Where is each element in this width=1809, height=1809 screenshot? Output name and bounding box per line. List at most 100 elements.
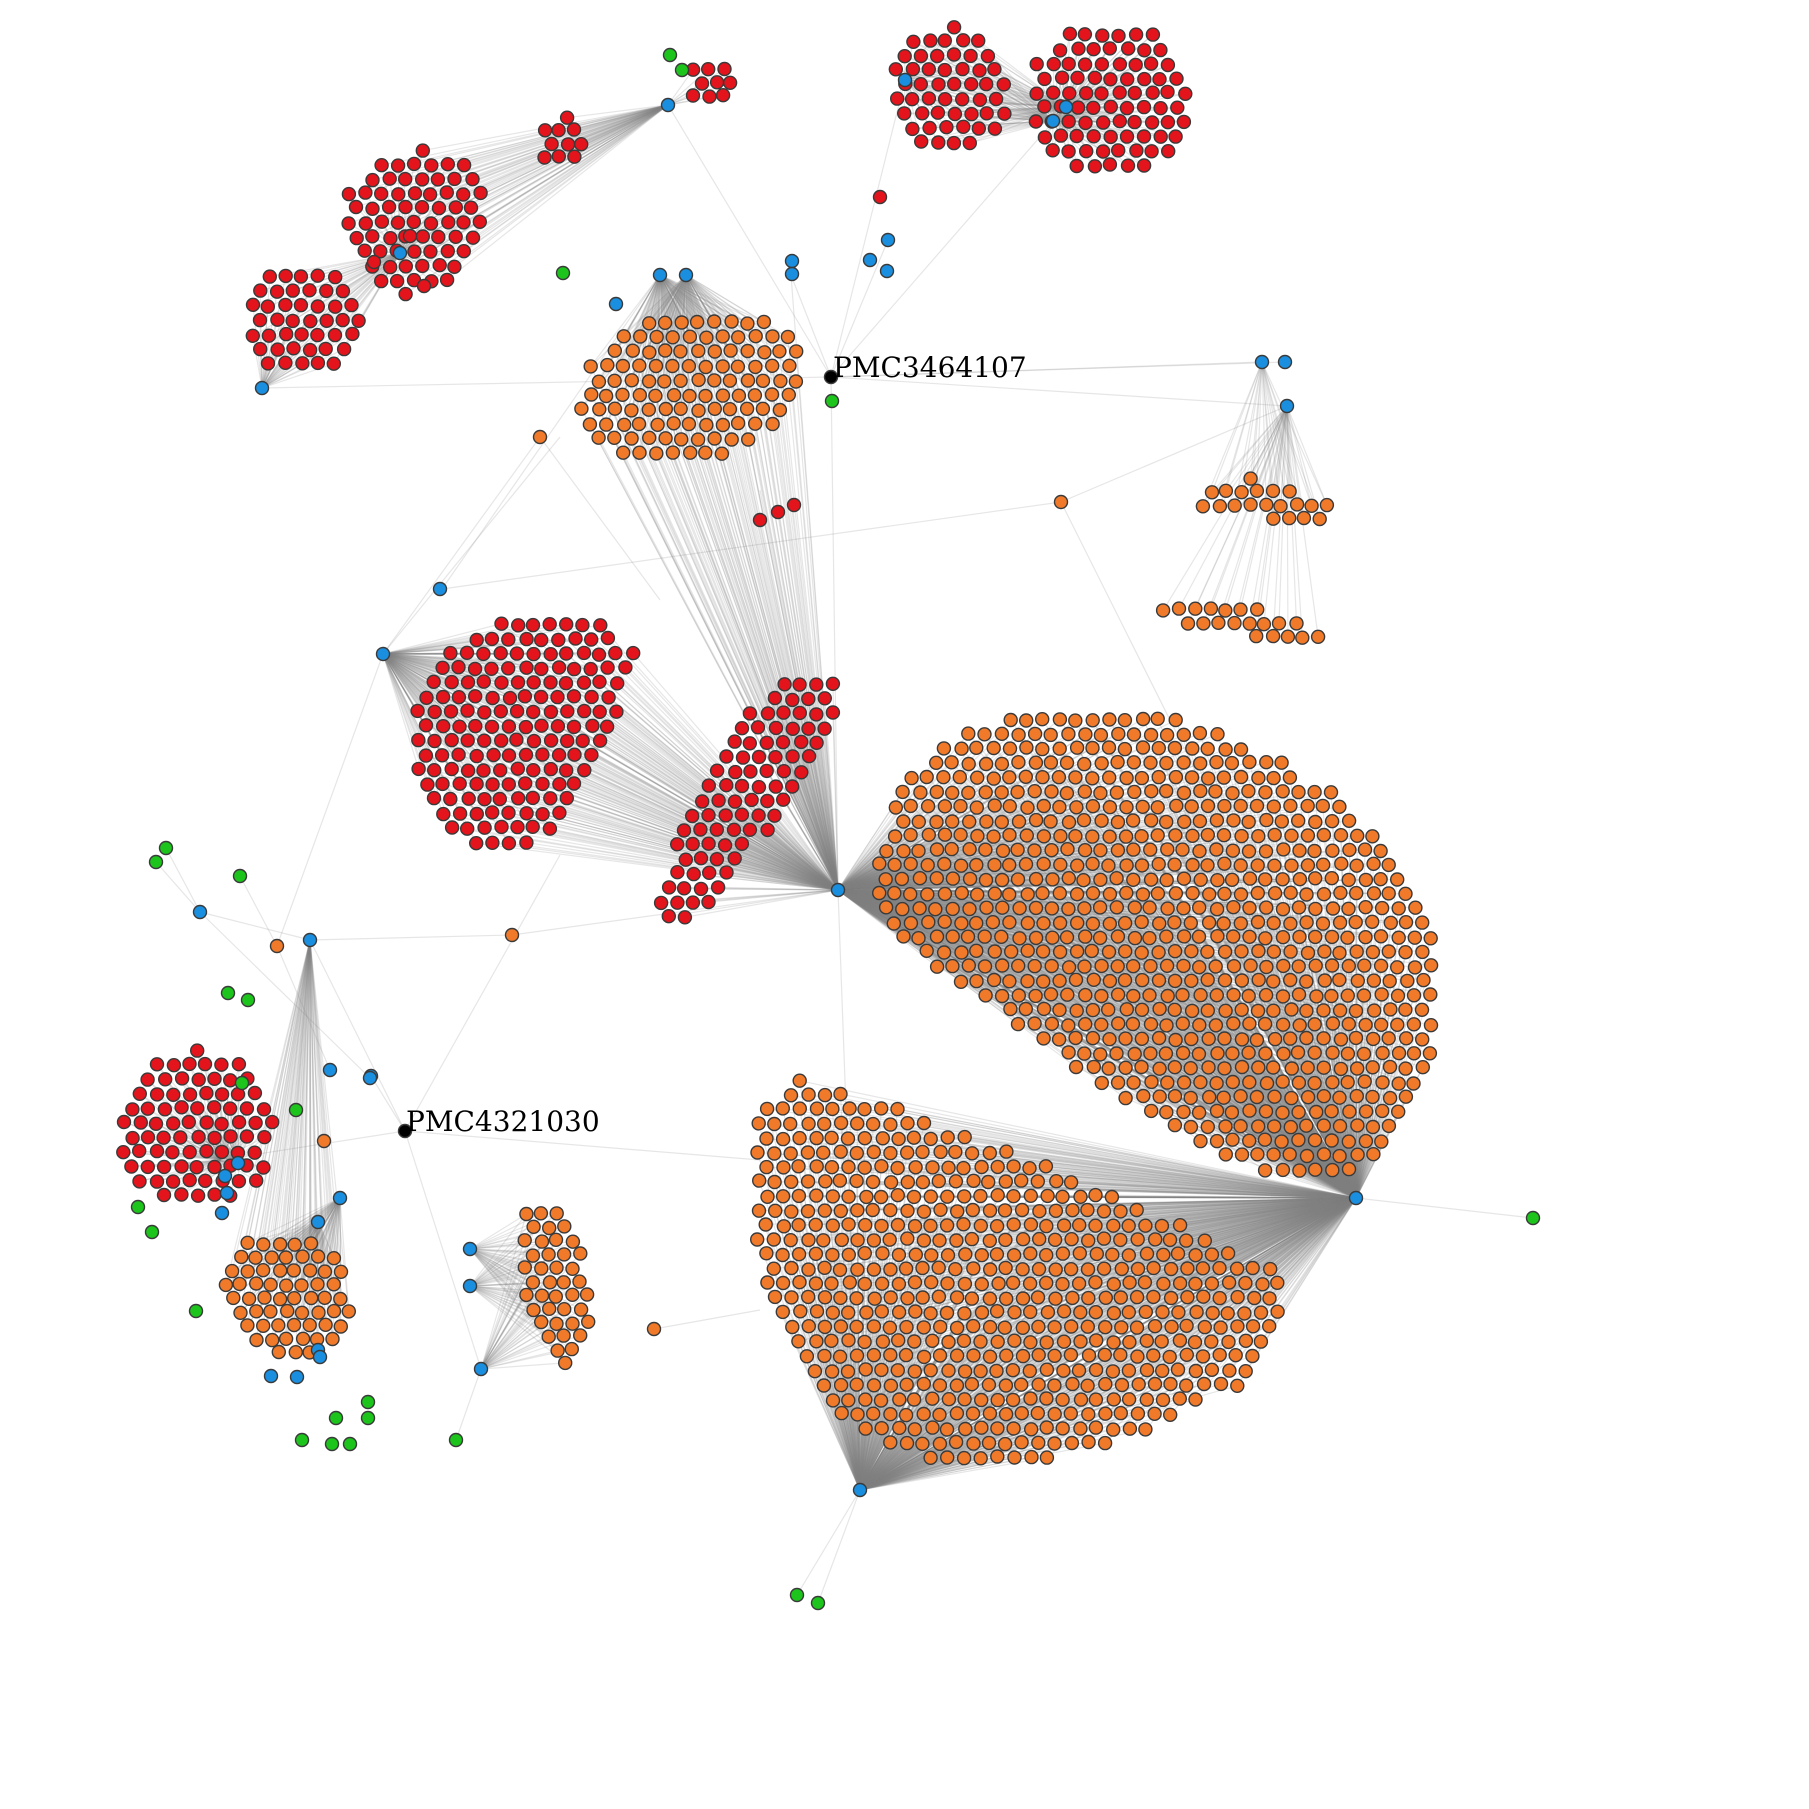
graph-edge (792, 1197, 1357, 1328)
orange-node (1160, 842, 1175, 857)
orange-node (1308, 901, 1323, 917)
orange-node (1151, 769, 1166, 785)
graph-edge (1289, 805, 1357, 1199)
orange-node (1398, 915, 1414, 930)
graph-edge (840, 1197, 1357, 1328)
orange-node (961, 756, 976, 772)
orange-node (1069, 800, 1084, 815)
orange-node (1059, 786, 1075, 801)
orange-node (1226, 900, 1241, 915)
orange-node (1373, 872, 1388, 887)
orange-node (1043, 814, 1058, 829)
graph-edge (837, 889, 1118, 938)
graph-edge (859, 1267, 1007, 1491)
orange-node (1002, 887, 1017, 902)
graph-edge (837, 848, 1068, 891)
graph-edge (1037, 1180, 1357, 1199)
graph-edge (837, 761, 1118, 891)
graph-edge (796, 1489, 861, 1596)
orange-node (1119, 770, 1134, 786)
graph-edge (997, 1166, 1357, 1199)
graph-edge (837, 848, 1366, 891)
orange-node (1233, 798, 1248, 814)
graph-edge (817, 1489, 861, 1604)
graph-edge (1153, 1197, 1357, 1269)
graph-edge (831, 1371, 861, 1491)
orange-node (1217, 798, 1232, 814)
graph-edge (1120, 1197, 1357, 1213)
orange-node (1258, 844, 1274, 859)
graph-edge (1252, 1197, 1357, 1269)
graph-edge (837, 889, 895, 924)
graph-edge (882, 1137, 1357, 1199)
graph-edge (1041, 718, 1357, 1199)
orange-node (1110, 929, 1126, 944)
orange-node (1251, 829, 1266, 844)
orange-node (969, 800, 984, 815)
orange-node (1036, 856, 1051, 872)
orange-node (888, 800, 903, 815)
graph-edge (1269, 1197, 1357, 1270)
orange-node (1218, 742, 1233, 757)
orange-node (1028, 900, 1044, 916)
orange-node (1143, 727, 1159, 743)
orange-node (954, 741, 969, 756)
orange-node (1249, 798, 1265, 814)
orange-node (913, 785, 928, 800)
orange-node (1126, 872, 1141, 887)
orange-node (1028, 755, 1044, 770)
orange-node (1210, 929, 1225, 944)
orange-node (929, 784, 944, 800)
graph-edge (1355, 979, 1425, 1199)
orange-node (1275, 872, 1290, 887)
graph-edge (897, 1108, 1357, 1199)
graph-edge (1195, 1197, 1357, 1256)
graph-edge (939, 1197, 1357, 1328)
graph-edge (922, 1181, 1357, 1199)
graph-edge (849, 1107, 1357, 1199)
orange-node (952, 769, 967, 785)
graph-edge (1075, 806, 1357, 1199)
graph-edge (1299, 1170, 1357, 1199)
orange-node (1077, 843, 1093, 858)
graph-edge (1276, 1197, 1357, 1284)
graph-edge (1141, 1066, 1357, 1199)
orange-node (1085, 829, 1100, 844)
orange-node (1267, 827, 1282, 843)
graph-edge (1095, 1197, 1357, 1227)
orange-node (911, 843, 926, 859)
orange-node (1267, 858, 1282, 873)
orange-node (912, 871, 928, 886)
orange-node (1077, 929, 1093, 944)
orange-node (1052, 712, 1068, 727)
orange-node (937, 886, 953, 902)
graph-edge (1088, 1197, 1357, 1242)
orange-node (1143, 872, 1159, 887)
graph-edge (790, 1197, 1357, 1241)
orange-node (1299, 915, 1314, 930)
orange-node (953, 798, 968, 814)
orange-node (1225, 929, 1241, 944)
orange-node (896, 929, 911, 944)
graph-edge (389, 104, 669, 268)
orange-node (1117, 713, 1133, 728)
orange-node (1069, 887, 1085, 902)
orange-node (1216, 916, 1231, 931)
graph-edge (276, 653, 384, 947)
orange-node (1151, 945, 1166, 960)
orange-node (887, 885, 902, 901)
graph-edge (1136, 1197, 1357, 1329)
orange-node (1185, 741, 1200, 756)
orange-node (1381, 857, 1396, 873)
orange-node (1176, 871, 1192, 886)
orange-node (1323, 785, 1339, 800)
orange-node (1011, 755, 1026, 770)
graph-edge (923, 1122, 1357, 1199)
graph-edge (806, 1356, 861, 1491)
orange-node (1267, 886, 1283, 901)
orange-node (1068, 829, 1083, 844)
orange-node (1200, 771, 1216, 786)
graph-edge (1237, 1197, 1357, 1327)
orange-node (1315, 857, 1331, 872)
orange-node (1275, 784, 1290, 799)
